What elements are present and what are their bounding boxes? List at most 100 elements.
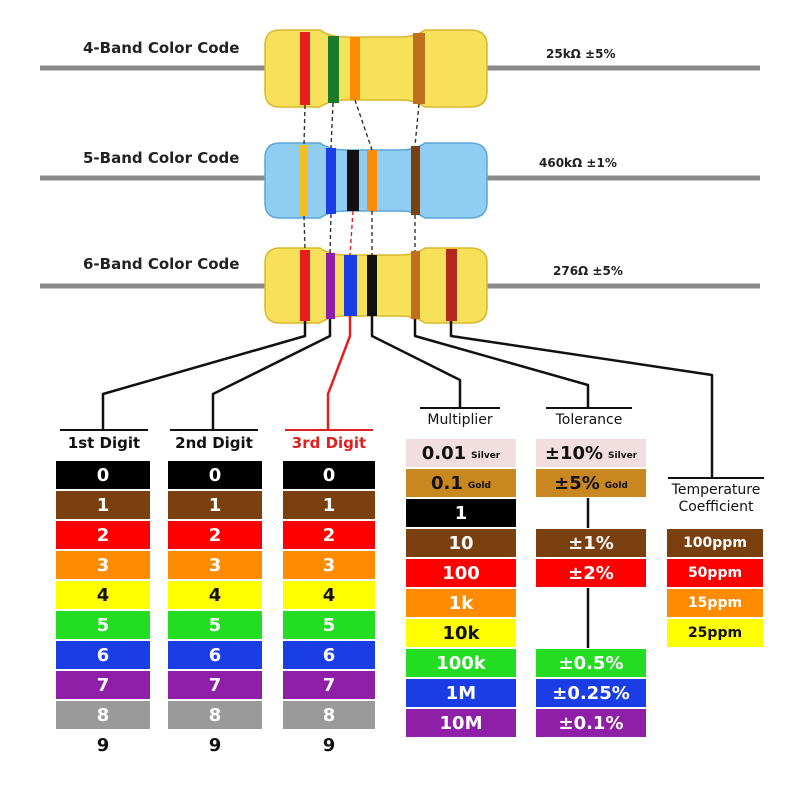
digit3-cell-2: 2 <box>282 520 376 550</box>
digit3-cell-7: 7 <box>282 670 376 700</box>
tolerance-mid-cell-0: ±1% <box>535 528 647 558</box>
header-temperature-coefficient: Temperature Coefficient <box>656 482 776 516</box>
digit2-value: 7 <box>208 674 222 696</box>
digit2-value: 3 <box>208 554 222 576</box>
band-4-4 <box>413 33 425 104</box>
digit3-value: 5 <box>322 614 336 636</box>
digit1-value: 0 <box>96 464 110 486</box>
multiplier-sub-label: Gold <box>467 481 491 491</box>
label-6band: 6-Band Color Code <box>83 255 240 273</box>
digit2-value: 4 <box>208 584 222 606</box>
digit1-cell-0: 0 <box>55 460 151 490</box>
connector-digit3 <box>326 316 352 430</box>
multiplier-value: 100k <box>436 652 486 674</box>
digit2-cell-2: 2 <box>167 520 263 550</box>
connector-multiplier <box>370 316 462 408</box>
multiplier-value: 1 <box>454 502 468 524</box>
multiplier-sub-label: Silver <box>471 451 501 461</box>
multiplier-cell-4: 100 <box>405 558 517 588</box>
label-4band: 4-Band Color Code <box>83 39 240 57</box>
alignment-dashes <box>303 99 420 256</box>
tolerance-mid-value: ±2% <box>568 562 614 584</box>
digit1-value: 4 <box>96 584 110 606</box>
band-6-6 <box>446 249 457 321</box>
header-tolerance: Tolerance <box>555 412 623 428</box>
digit2-cell-4: 4 <box>167 580 263 610</box>
tempco-value: 15ppm <box>687 595 743 611</box>
digit1-cell-2: 2 <box>55 520 151 550</box>
multiplier-value: 1k <box>448 592 474 614</box>
band-5-2 <box>326 148 336 214</box>
tolerance-top-value: ±5% <box>554 472 600 494</box>
band-4-2 <box>328 36 339 103</box>
tempco-value: 25ppm <box>687 625 743 641</box>
band-5-4 <box>367 150 377 211</box>
resistor-5band-bands <box>300 145 420 216</box>
tolerance-mid-cell-1: ±2% <box>535 558 647 588</box>
digit3-cell-6: 6 <box>282 640 376 670</box>
band-5-1 <box>300 145 308 216</box>
multiplier-value: 10M <box>439 712 483 734</box>
tempco-value: 100ppm <box>683 535 747 551</box>
tolerance-top-sub-label: Gold <box>604 481 628 491</box>
multiplier-cell-8: 1M <box>405 678 517 708</box>
tolerance-bot-cell-0: ±0.5% <box>535 648 647 678</box>
band-5-5 <box>411 146 420 215</box>
multiplier-cell-5: 1k <box>405 588 517 618</box>
tolerance-top-sub-label: Silver <box>608 451 638 461</box>
digit1-value: 7 <box>96 674 110 696</box>
connector-lines <box>101 316 714 648</box>
digit1-cell-9: 9 <box>55 730 151 760</box>
header-3rd-digit-underline <box>285 429 373 431</box>
digit2-value: 5 <box>208 614 222 636</box>
resistor-4band-bands <box>300 32 425 105</box>
tolerance-top-cell-1: ±5% Gold <box>535 468 647 498</box>
tolerance-bot-value: ±0.25% <box>552 682 630 704</box>
digit3-value: 2 <box>322 524 336 546</box>
header-2nd-digit-underline <box>170 429 258 431</box>
header-2nd-digit: 2nd Digit <box>175 434 253 452</box>
tolerance-mid-value: ±1% <box>568 532 614 554</box>
value-6band: 276Ω ±5% <box>553 264 623 278</box>
multiplier-value: 100 <box>442 562 480 584</box>
digit2-cell-9: 9 <box>167 730 263 760</box>
header-tempco-underline <box>668 477 764 479</box>
digit2-value: 1 <box>208 494 222 516</box>
connector-digit2 <box>211 319 332 430</box>
digit1-cell-5: 5 <box>55 610 151 640</box>
digit1-cell-4: 4 <box>55 580 151 610</box>
tempco-cell-2: 15ppm <box>666 588 764 618</box>
digit3-value: 7 <box>322 674 336 696</box>
digit2-cell-1: 1 <box>167 490 263 520</box>
tempco-cell-3: 25ppm <box>666 618 764 648</box>
band-6-3 <box>344 255 357 316</box>
tempco-value: 50ppm <box>687 565 743 581</box>
tolerance-bot-cell-1: ±0.25% <box>535 678 647 708</box>
band-5-3 <box>347 150 359 211</box>
connector-digit1 <box>101 321 307 430</box>
value-4band: 25kΩ ±5% <box>546 47 616 61</box>
band-4-1 <box>300 32 310 105</box>
digit2-value: 8 <box>208 704 222 726</box>
digit2-value: 2 <box>208 524 222 546</box>
band-6-2 <box>326 253 335 319</box>
header-1st-digit: 1st Digit <box>67 434 141 452</box>
digit2-cell-3: 3 <box>167 550 263 580</box>
digit1-value: 8 <box>96 704 110 726</box>
digit3-value: 4 <box>322 584 336 606</box>
tolerance-bot-cell-2: ±0.1% <box>535 708 647 738</box>
multiplier-value: 10 <box>448 532 474 554</box>
multiplier-cell-7: 100k <box>405 648 517 678</box>
digit1-cell-6: 6 <box>55 640 151 670</box>
connector-tolerance <box>413 319 590 408</box>
band-4-3 <box>350 37 360 100</box>
digit1-value: 3 <box>96 554 110 576</box>
header-1st-digit-underline <box>60 429 148 431</box>
digit3-cell-5: 5 <box>282 610 376 640</box>
digit3-cell-4: 4 <box>282 580 376 610</box>
tempco-cell-1: 50ppm <box>666 558 764 588</box>
tolerance-bot-value: ±0.1% <box>558 712 624 734</box>
digit3-value: 3 <box>322 554 336 576</box>
